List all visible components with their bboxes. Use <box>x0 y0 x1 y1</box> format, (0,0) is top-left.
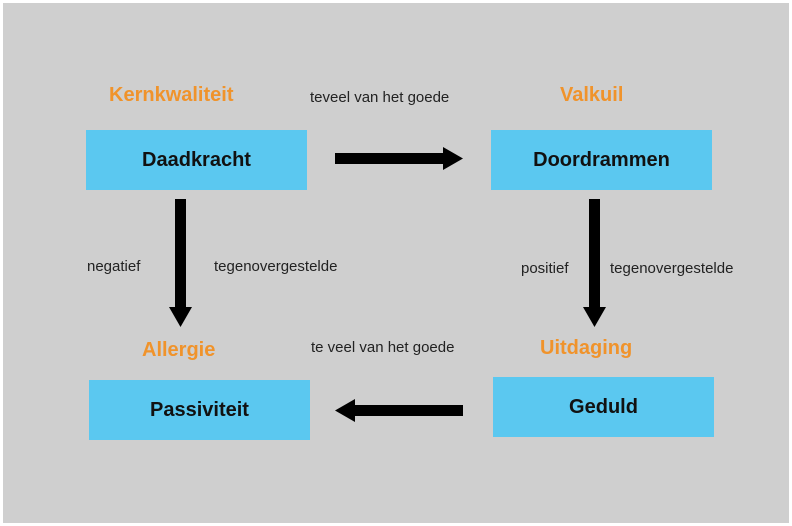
heading-kernkwaliteit: Kernkwaliteit <box>109 84 234 106</box>
label-negatief: negatief <box>87 258 141 275</box>
box-daadkracht-label: Daadkracht <box>142 148 251 171</box>
box-daadkracht: Daadkracht <box>86 130 307 190</box>
arrow-right <box>335 147 463 170</box>
arrow-down-left <box>169 199 192 327</box>
label-positief: positief <box>521 260 569 277</box>
label-tegenovergestelde-right: tegenovergestelde <box>610 260 734 277</box>
core-quadrant-diagram: Kernkwaliteit Daadkracht teveel van het … <box>3 3 789 523</box>
label-te-veel-van-het-goede: te veel van het goede <box>311 339 455 356</box>
box-geduld: Geduld <box>493 377 714 437</box>
box-passiviteit-label: Passiviteit <box>150 398 249 421</box>
arrow-left <box>335 399 463 422</box>
box-doordrammen: Doordrammen <box>491 130 712 190</box>
box-geduld-label: Geduld <box>569 395 638 418</box>
box-doordrammen-label: Doordrammen <box>533 148 670 171</box>
heading-allergie: Allergie <box>142 339 216 361</box>
label-tegenovergestelde-left: tegenovergestelde <box>214 258 338 275</box>
heading-valkuil: Valkuil <box>560 84 624 106</box>
label-teveel-van-het-goede: teveel van het goede <box>310 89 450 106</box>
arrow-down-right <box>583 199 606 327</box>
box-passiviteit: Passiviteit <box>89 380 310 440</box>
heading-uitdaging: Uitdaging <box>540 337 633 359</box>
